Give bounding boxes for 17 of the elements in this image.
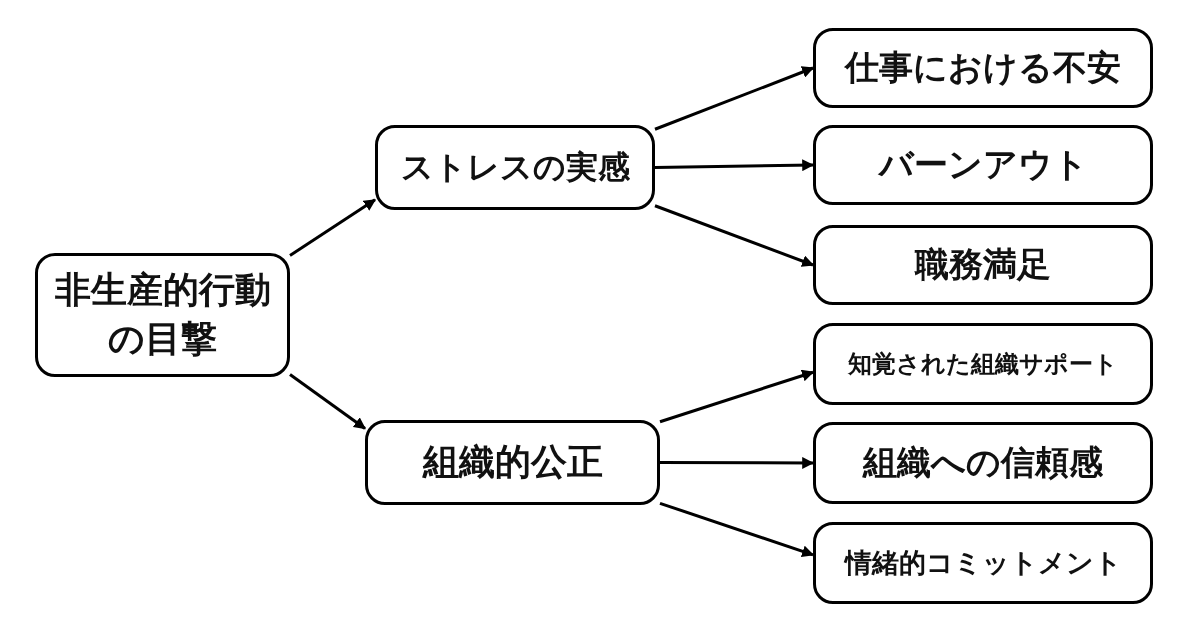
process-box: 知覚された組織サポート xyxy=(813,323,1153,405)
arrow xyxy=(654,204,815,267)
arrow xyxy=(289,198,376,257)
process-box: 仕事における不安 xyxy=(813,28,1153,108)
process-box: 職務満足 xyxy=(813,225,1153,305)
process-box: ストレスの実感 xyxy=(375,125,655,210)
process-box: バーンアウト xyxy=(813,125,1153,205)
arrow xyxy=(289,373,366,430)
arrow xyxy=(654,159,815,172)
process-box: 組織的公正 xyxy=(365,420,660,505)
arrow xyxy=(660,456,815,469)
process-box: 非生産的行動の目撃 xyxy=(35,253,290,377)
process-box: 組織への信頼感 xyxy=(813,422,1153,504)
arrow xyxy=(659,501,815,558)
arrow xyxy=(654,66,815,131)
process-box: 情緒的コミットメント xyxy=(813,522,1153,604)
arrow xyxy=(659,369,815,424)
